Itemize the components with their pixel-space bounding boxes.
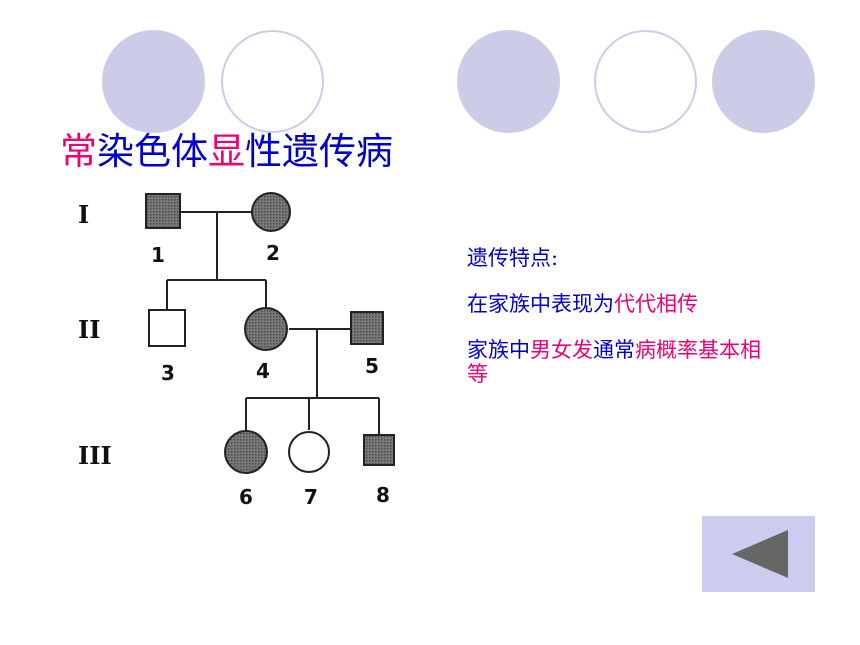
feature-line-2-highlight-1: 男女发 [530,338,593,362]
decor-circle-4 [594,30,697,133]
back-button[interactable] [702,516,815,592]
decor-circle-3 [457,30,560,133]
generation-label-ii: II [78,315,100,344]
features-heading: 遗传特点: [467,246,559,270]
pedigree-lines [166,211,380,435]
individual-label-3: 3 [161,361,175,385]
title-part-3: 显 [208,130,245,173]
generation-label-i: I [78,200,89,229]
feature-line-1-text: 在家族中表现为 [467,292,614,316]
pedigree-chart: I II III 1 2 3 4 5 6 7 8 [78,192,395,509]
decor-circle-2 [221,30,324,133]
individual-1-affected-male [145,193,181,229]
individual-7-unaffected-female [288,431,330,473]
individual-label-7: 7 [304,485,318,509]
generation-label-iii: III [78,441,112,470]
feature-line-1-highlight: 代代相传 [614,292,698,316]
individual-label-6: 6 [239,485,253,509]
individual-label-8: 8 [376,483,390,507]
individual-label-2: 2 [266,241,280,265]
feature-line-2: 家族中男女发通常病概率基本相等 [467,338,860,386]
individual-label-4: 4 [256,359,270,383]
decor-circle-1 [102,30,205,133]
individual-6-affected-female [224,430,268,474]
title-part-2: 染色体 [97,130,208,173]
individual-4-affected-female [244,307,288,351]
individual-5-affected-male [350,311,384,345]
feature-line-2-highlight-3: 等 [467,362,488,386]
title-part-4: 性遗传病 [245,130,393,173]
individual-3-unaffected-male [148,309,186,347]
individual-8-affected-male [363,434,395,466]
title-part-1: 常 [60,130,97,173]
feature-line-1: 在家族中表现为代代相传 [467,292,860,316]
individual-label-5: 5 [365,354,379,378]
page-title: 常染色体显性遗传病 [60,128,393,176]
individual-2-affected-female [251,192,291,232]
left-triangle-icon [732,530,788,578]
features-panel: 遗传特点: 在家族中表现为代代相传 家族中男女发通常病概率基本相等 [467,246,860,408]
feature-line-2-highlight-2: 病概率基本相 [635,338,761,362]
feature-line-2-part-2: 通常 [593,338,635,362]
feature-line-2-part-1: 家族中 [467,338,530,362]
decor-circle-5 [712,30,815,133]
individual-label-1: 1 [151,243,165,267]
